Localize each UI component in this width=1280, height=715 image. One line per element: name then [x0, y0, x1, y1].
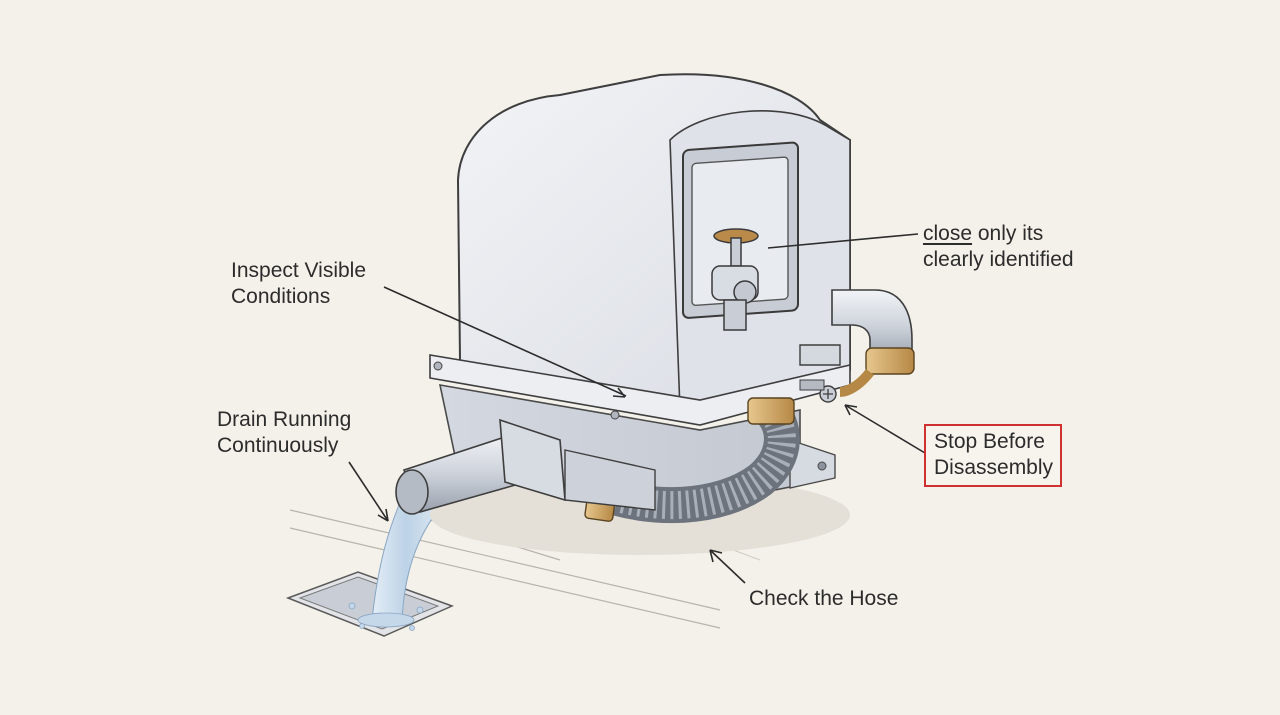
- drain-grate-icon: [285, 571, 455, 637]
- label-inspect-line2: Conditions: [231, 285, 331, 308]
- brass-fitting-right: [865, 347, 915, 375]
- label-hose-text: Check the Hose: [749, 587, 899, 610]
- leader-lines: [348, 233, 936, 584]
- hose-clamp: [799, 344, 841, 366]
- label-stop-line1: Stop Before: [934, 430, 1045, 453]
- pipe-mouth: [395, 469, 429, 515]
- label-drain-running: Drain Running Continuously: [217, 407, 351, 459]
- valve-icon: [711, 228, 759, 331]
- leader-hose: [709, 549, 746, 584]
- brass-fitting-hose-top: [747, 397, 795, 425]
- label-close-valve: close only its clearly identified: [923, 221, 1074, 273]
- label-close-underlined: close: [923, 222, 973, 245]
- pump-body-lower: [564, 449, 656, 511]
- screw-icon: [799, 379, 837, 403]
- label-drain-line2: Continuously: [217, 434, 339, 457]
- label-stop-line2: Disassembly: [934, 456, 1054, 479]
- leader-drain: [348, 461, 389, 522]
- label-inspect-line1: Inspect Visible: [231, 259, 367, 282]
- brass-pipe-right: [839, 368, 874, 397]
- leader-stop: [844, 404, 936, 460]
- label-close-line2: clearly identified: [923, 248, 1074, 271]
- label-stop-before-disassembly: Stop Before Disassembly: [924, 424, 1063, 487]
- label-inspect-visible-conditions: Inspect Visible Conditions: [231, 258, 366, 310]
- leader-inspect: [383, 286, 627, 397]
- label-check-hose: Check the Hose: [749, 586, 898, 612]
- label-close-line1: close only its: [923, 221, 1074, 247]
- water-splash: [348, 602, 424, 631]
- label-close-rest: only its: [972, 222, 1044, 245]
- label-drain-line1: Drain Running: [217, 408, 352, 431]
- leader-close: [767, 233, 919, 249]
